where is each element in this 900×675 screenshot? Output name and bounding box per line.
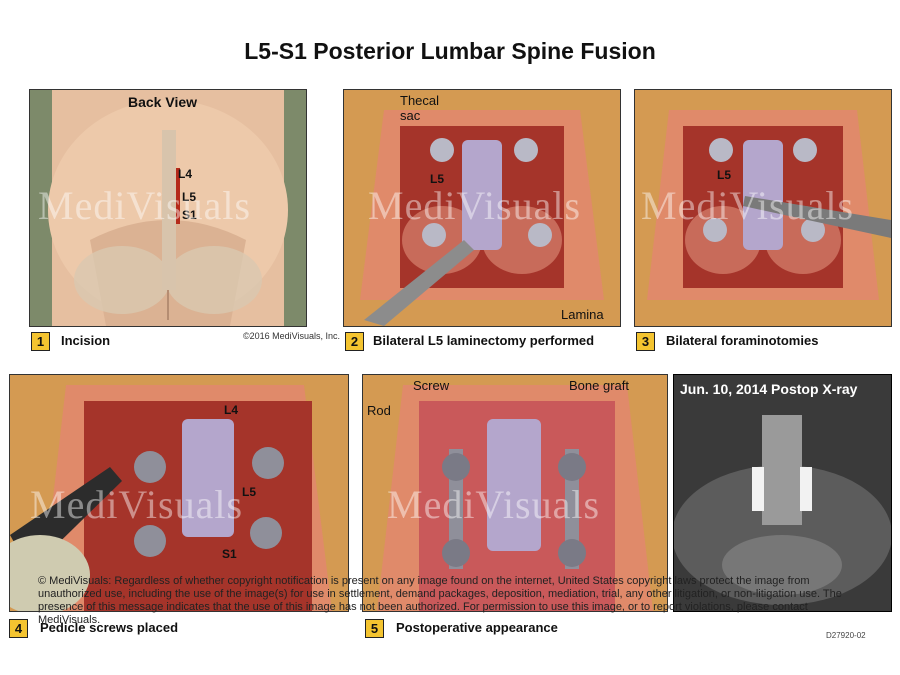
watermark: MediVisuals xyxy=(641,183,855,228)
panel-postoperative-illustration: Screw Rod Bone graft MediVisuals xyxy=(362,374,668,612)
step-badge-3: 3 xyxy=(636,332,655,351)
foraminotomy-image xyxy=(635,90,891,326)
image-code: D27920-02 xyxy=(826,631,866,640)
l5-label: L5 xyxy=(430,172,445,186)
watermark: MediVisuals xyxy=(30,482,244,527)
l5-label: L5 xyxy=(182,190,197,204)
copyright-notice: © MediVisuals: Regardless of whether cop… xyxy=(38,575,842,626)
watermark: MediVisuals xyxy=(368,183,582,228)
l5-label: L5 xyxy=(717,168,732,182)
step-badge-4: 4 xyxy=(9,619,28,638)
xray-photo xyxy=(673,374,892,612)
postoperative-image xyxy=(363,375,667,611)
bone-graft-label: Bone graft xyxy=(569,378,629,393)
lamina-label: Lamina xyxy=(561,307,604,322)
page-title: L5-S1 Posterior Lumbar Spine Fusion xyxy=(244,38,656,64)
step-badge-1: 1 xyxy=(31,332,50,351)
back-view-label: Back View xyxy=(128,94,198,110)
rod-label: Rod xyxy=(367,403,391,418)
step-caption-1: Incision xyxy=(61,333,111,348)
pedicle-screws-image xyxy=(10,375,348,611)
panel-laminectomy-illustration: Thecal sac L5 Lamina MediVisuals xyxy=(343,89,621,327)
sac-label: sac xyxy=(400,108,421,123)
panel-pedicle-screws-illustration: L4 L5 S1 MediVisuals xyxy=(9,374,349,612)
thecal-label: Thecal xyxy=(400,93,440,108)
xray-title: Jun. 10, 2014 Postop X-ray xyxy=(680,381,858,397)
s1-label: S1 xyxy=(222,547,237,561)
step-caption-2: Bilateral L5 laminectomy performed xyxy=(373,333,595,348)
l5-label: L5 xyxy=(242,485,257,499)
screw-label: Screw xyxy=(413,378,450,393)
watermark: MediVisuals xyxy=(387,482,601,527)
back-view-image xyxy=(30,90,306,326)
step-caption-4: Pedicle screws placed xyxy=(40,620,179,635)
laminectomy-image xyxy=(344,90,620,326)
step-badge-5: 5 xyxy=(365,619,384,638)
watermark: MediVisuals xyxy=(38,183,252,228)
l4-label: L4 xyxy=(178,167,193,181)
step-caption-3: Bilateral foraminotomies xyxy=(666,333,819,348)
l4-label: L4 xyxy=(224,403,239,417)
step-caption-5: Postoperative appearance xyxy=(396,620,558,635)
step-badge-2: 2 xyxy=(345,332,364,351)
panel-foraminotomy-illustration: L5 MediVisuals xyxy=(634,89,892,327)
xray-image xyxy=(674,375,891,611)
s1-label: S1 xyxy=(182,208,197,222)
copyright-line: ©2016 MediVisuals, Inc. xyxy=(243,331,341,341)
panel-incision-illustration: Back View L4 L5 S1 MediVisuals xyxy=(29,89,307,327)
